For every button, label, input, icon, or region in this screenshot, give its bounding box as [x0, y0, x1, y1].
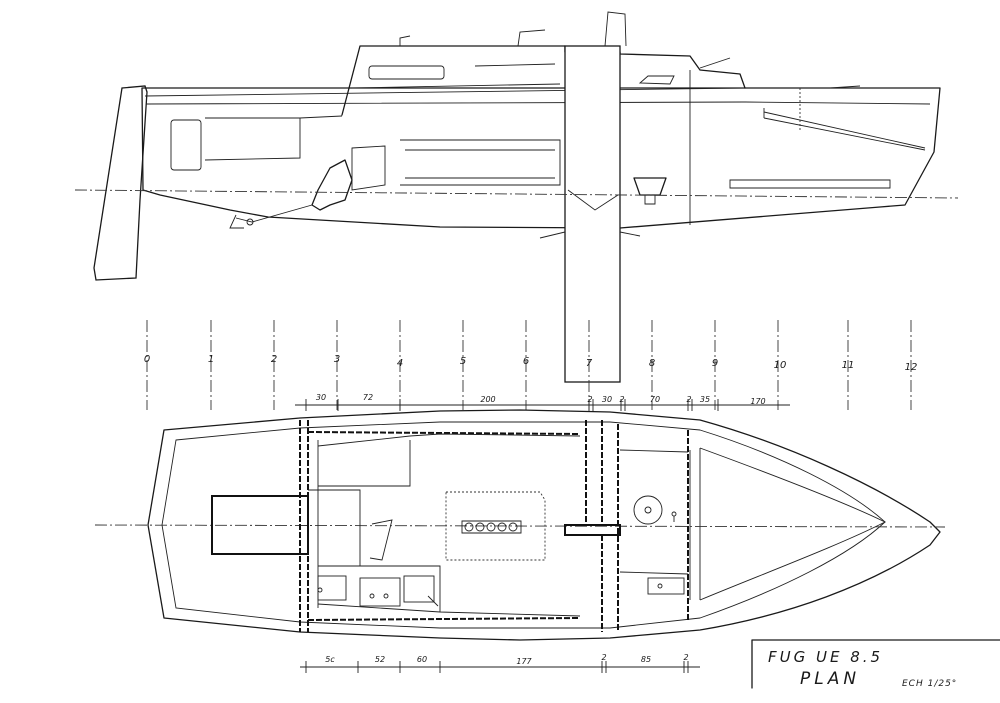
dimension-label: 170 — [750, 397, 765, 406]
toilet — [633, 177, 667, 196]
toilet-bowl — [633, 495, 663, 525]
station-label: 1 — [208, 354, 214, 365]
dimension-label: 5c — [325, 655, 335, 664]
hull-plan — [147, 409, 941, 641]
wash-basin — [647, 577, 685, 595]
station-label: 0 — [144, 354, 150, 365]
centerline — [94, 524, 946, 528]
station-label: 4 — [397, 358, 403, 369]
dimension-label: 30 — [316, 393, 326, 402]
dimension-label: 35 — [700, 395, 710, 404]
dimension-label: 30 — [602, 395, 612, 404]
station-label: 11 — [842, 360, 855, 371]
galley-sink — [359, 577, 401, 607]
keel-trunk — [564, 45, 621, 383]
station-label: 10 — [774, 360, 787, 371]
dimension-label: 200 — [480, 395, 495, 404]
dimension-label: 2 — [686, 395, 691, 404]
waterline — [74, 189, 959, 199]
profile-view — [74, 11, 959, 383]
dimension-label: 52 — [375, 655, 385, 664]
boat-name: FUG UE 8.5 — [768, 648, 883, 666]
dimension-label: 2 — [683, 653, 688, 662]
station-label: 12 — [905, 362, 918, 373]
top-dimension-line: 30 72 200 2 30 2 70 2 35 170 — [295, 393, 790, 411]
cabin-house — [341, 45, 746, 116]
dimension-label: 70 — [650, 395, 660, 404]
station-label: 9 — [712, 358, 718, 369]
rudder — [93, 85, 148, 281]
bottom-dimension-line: 5c 52 60 177 2 85 2 — [300, 653, 700, 673]
hull-profile — [141, 87, 941, 229]
station-label: 2 — [271, 354, 277, 365]
engine — [311, 159, 353, 211]
portlight — [368, 65, 445, 80]
portlight — [638, 75, 675, 85]
dimension-label: 85 — [641, 655, 651, 664]
drawing-subtitle: PLAN — [800, 669, 860, 689]
station-label: 8 — [649, 358, 655, 369]
station-label: 6 — [523, 356, 529, 367]
saloon-table — [445, 491, 546, 561]
mast-step — [564, 524, 621, 536]
title-block: FUG UE 8.5 PLAN ECH 1/25° — [751, 639, 1000, 689]
station-label: 7 — [586, 358, 593, 369]
dimension-label: 2 — [601, 653, 606, 662]
cockpit-locker — [170, 119, 202, 171]
dimension-label: 72 — [363, 393, 373, 402]
station-label: 5 — [460, 356, 466, 367]
dimension-label: 177 — [516, 657, 532, 666]
dimension-label: 60 — [417, 655, 427, 664]
dimension-label: 2 — [619, 395, 624, 404]
drawing-scale: ECH 1/25° — [902, 679, 957, 689]
dimension-label: 2 — [587, 395, 592, 404]
station-label: 3 — [334, 354, 340, 365]
stove — [403, 575, 435, 603]
station-grid: 0 1 2 3 4 5 6 7 8 9 10 11 12 — [144, 320, 918, 410]
plan-view — [94, 409, 946, 641]
